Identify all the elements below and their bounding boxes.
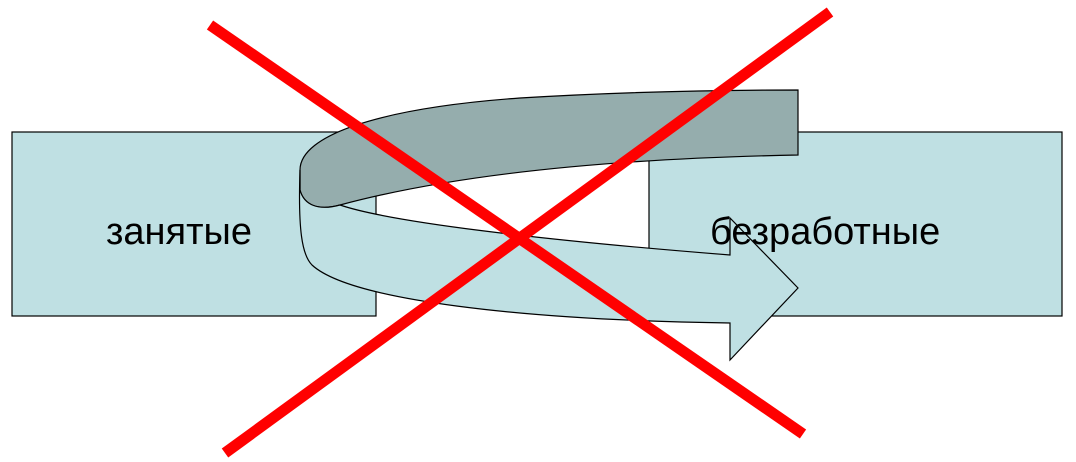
node-employed-label: занятые (106, 211, 252, 253)
node-unemployed-label: безработные (710, 211, 940, 253)
